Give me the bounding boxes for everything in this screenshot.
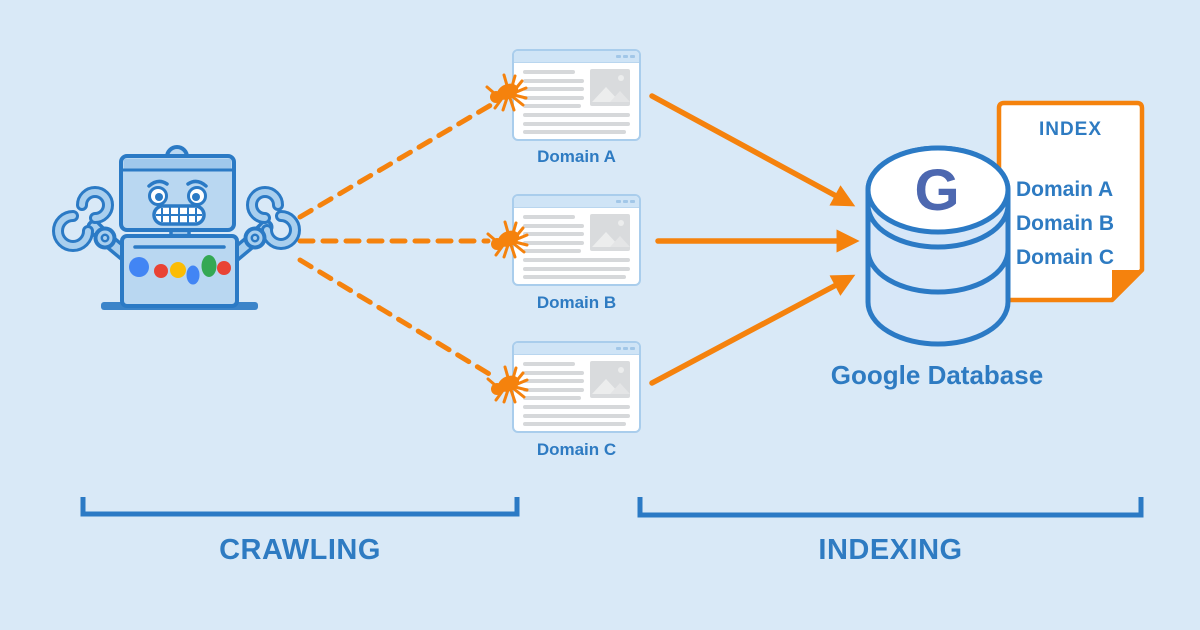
webpage-content (514, 63, 639, 139)
crawler-spider-icon (486, 365, 529, 404)
browser-titlebar (514, 51, 639, 63)
webpage-card-icon (512, 194, 641, 286)
indexing-bracket (637, 497, 1144, 518)
crawler-spider-icon (485, 73, 528, 112)
webpage-content (514, 355, 639, 431)
domain-c-label: Domain C (536, 440, 617, 459)
image-placeholder-icon (590, 361, 630, 398)
browser-titlebar (514, 196, 639, 208)
window-controls-icon (616, 347, 635, 350)
database-cylinder-icon: G (865, 145, 1011, 347)
domain-b-label: Domain B (536, 293, 617, 312)
crawling-bracket (80, 497, 520, 517)
webpage-card-icon (512, 49, 641, 141)
webpage-card-icon (512, 341, 641, 433)
google-g-letter: G (914, 158, 959, 223)
index-document-icon (996, 100, 1145, 303)
crawler-spider-icon (486, 220, 529, 259)
crawling-stage-label: CRAWLING (219, 534, 381, 566)
browser-titlebar (514, 343, 639, 355)
window-controls-icon (616, 55, 635, 58)
googlebot-robot-icon (52, 145, 301, 310)
image-placeholder-icon (590, 214, 630, 251)
index-doc-title: INDEX (1038, 119, 1103, 140)
indexing-stage-label: INDEXING (818, 534, 963, 566)
webpage-content (514, 208, 639, 284)
domain-a-label: Domain A (537, 147, 616, 166)
index-entry: Domain B (1016, 212, 1115, 235)
page-fold-icon (1112, 270, 1142, 300)
index-arrows (649, 93, 860, 386)
image-placeholder-icon (590, 69, 630, 106)
google-database-label: Google Database (830, 360, 1044, 390)
index-entry: Domain A (1016, 178, 1114, 201)
crawl-dashed-lines (297, 99, 499, 381)
window-controls-icon (616, 200, 635, 203)
index-entry: Domain C (1016, 246, 1115, 269)
